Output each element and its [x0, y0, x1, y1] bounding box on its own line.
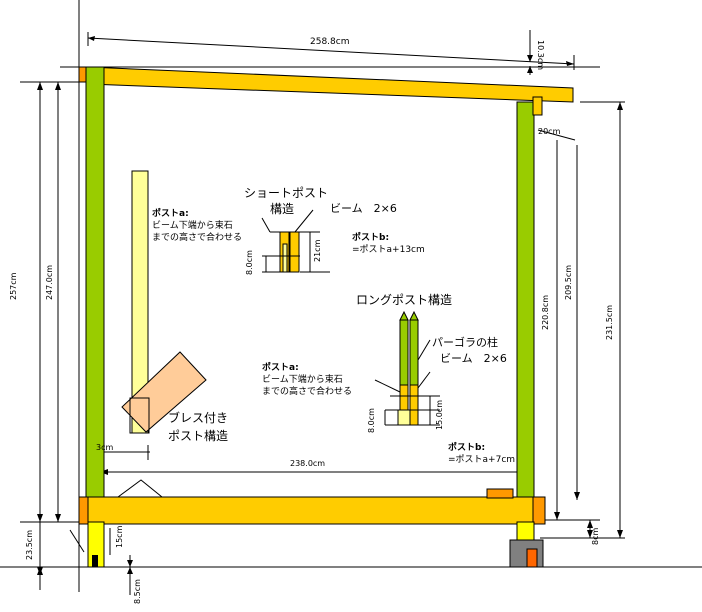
short-post-a-line2: までの高さで合わせる	[152, 231, 242, 243]
brace-label-line2: ポスト構造	[168, 429, 228, 443]
long-post-a-line2: までの高さで合わせる	[262, 385, 352, 397]
long-post-dim-low: 8.0cm	[367, 408, 376, 433]
bottom-beam	[78, 496, 546, 525]
dim-left-total: 257cm	[9, 272, 18, 300]
dim-right-a: 220.8cm	[541, 295, 550, 330]
right-top-bracket	[532, 96, 543, 116]
short-post-title-2: 構造	[270, 202, 294, 216]
short-post-beam-label: ビーム 2×6	[330, 202, 397, 215]
beam-block	[486, 488, 514, 499]
short-post-a-title: ポストa:	[152, 207, 189, 219]
short-post-b-line1: =ポストa+13cm	[352, 244, 425, 255]
right-post	[516, 101, 535, 498]
brace-label-line1: ブレス付き	[168, 410, 228, 425]
long-post-beam-label: ビーム 2×6	[440, 352, 507, 365]
brace-joint	[129, 397, 150, 434]
short-post-a-line1: ビーム下端から束石	[152, 219, 233, 231]
long-post-a-title: ポストa:	[262, 361, 299, 373]
dim-left-post: 247.0cm	[45, 265, 54, 300]
right-footing	[516, 521, 535, 541]
dim-right-offset: 20cm	[538, 127, 561, 136]
long-post-dim-high: 15.0cm	[435, 400, 444, 430]
long-post-title: ロングポスト構造	[356, 293, 452, 307]
dim-top-drop: 10.3cm	[536, 40, 545, 70]
dim-inner-width: 238.0cm	[290, 459, 325, 468]
left-post	[85, 66, 105, 498]
construction-lines	[0, 0, 702, 595]
short-post-dim-h: 21cm	[313, 239, 322, 262]
long-post-beam-b	[409, 384, 419, 426]
triangle-support	[116, 479, 164, 498]
dim-right-b: 209.5cm	[564, 265, 573, 300]
long-post-b-line1: =ポストa+7cm	[448, 454, 515, 465]
long-post-pergola-label: パーゴラの柱	[432, 335, 498, 349]
right-stone-core	[526, 548, 538, 568]
dim-brace-gap: 3cm	[96, 443, 113, 452]
long-post-b-title: ポストb:	[448, 441, 485, 453]
dim-top-width-line	[87, 37, 575, 65]
short-post-title-1: ショートポスト	[244, 186, 328, 200]
dim-bottom-left: 23.5cm	[25, 530, 34, 560]
left-footing-anchor	[92, 555, 98, 567]
dim-right-total: 231.5cm	[605, 305, 614, 340]
dim-footing-b: 8.5cm	[133, 579, 142, 604]
dim-right-stone: 8cm	[591, 528, 600, 545]
dim-top-width: 258.8cm	[310, 37, 349, 47]
short-post-b-title: ポストb:	[352, 231, 389, 243]
top-beam	[87, 66, 574, 103]
long-post-a-line1: ビーム下端から束石	[262, 373, 343, 385]
bottom-beam-left-cap	[78, 496, 89, 525]
brace-diagonal	[121, 351, 207, 433]
long-post-beam-a	[399, 384, 409, 411]
bottom-beam-right-cap	[532, 496, 546, 525]
short-post-b	[289, 231, 300, 273]
short-post-inner	[282, 243, 288, 273]
dim-footing-a: 15cm	[115, 525, 124, 548]
short-post-dim-low: 8.0cm	[245, 250, 254, 275]
